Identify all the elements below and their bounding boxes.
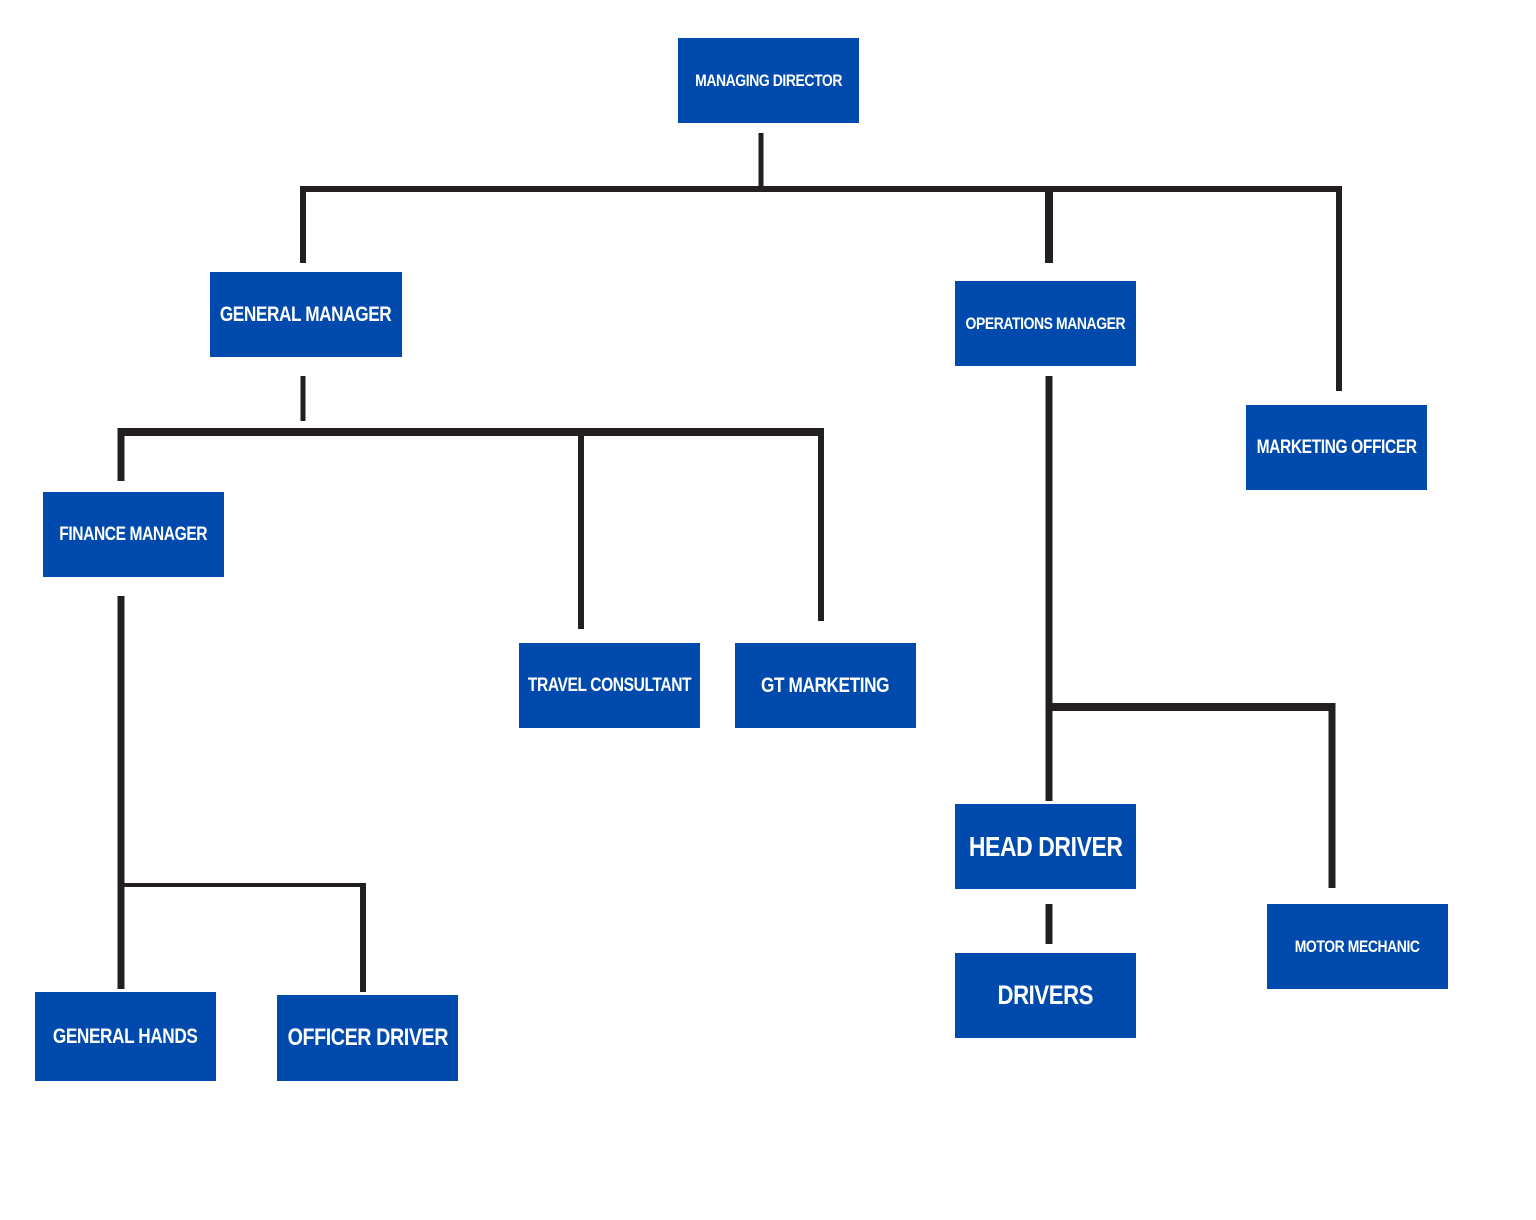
gt-marketing-label: GT MARKETING	[761, 673, 890, 697]
travel-consultant-label: TRAVEL CONSULTANT	[527, 674, 692, 696]
marketing-officer-label: MARKETING OFFICER	[1256, 436, 1417, 458]
general-manager-box: GENERAL MANAGER	[210, 272, 402, 357]
officer-driver-label: OFFICER DRIVER	[287, 1024, 448, 1051]
finance-manager-label: FINANCE MANAGER	[59, 523, 208, 545]
general-manager-label: GENERAL MANAGER	[220, 302, 392, 326]
general-hands-label: GENERAL HANDS	[53, 1024, 198, 1048]
operations-manager-box: OPERATIONS MANAGER	[955, 281, 1136, 366]
head-driver-label: HEAD DRIVER	[968, 830, 1123, 862]
finance-manager-box: FINANCE MANAGER	[43, 492, 224, 577]
gt-marketing-box: GT MARKETING	[735, 643, 916, 728]
travel-consultant-box: TRAVEL CONSULTANT	[519, 643, 700, 728]
head-driver-box: HEAD DRIVER	[955, 804, 1136, 889]
managing-director-label: MANAGING DIRECTOR	[695, 70, 842, 90]
managing-director-box: MANAGING DIRECTOR	[678, 38, 859, 123]
motor-mechanic-label: MOTOR MECHANIC	[1295, 936, 1420, 956]
officer-driver-box: OFFICER DRIVER	[277, 995, 458, 1081]
motor-mechanic-box: MOTOR MECHANIC	[1267, 904, 1448, 989]
drivers-label: DRIVERS	[997, 980, 1094, 1010]
drivers-box: DRIVERS	[955, 953, 1136, 1038]
general-hands-box: GENERAL HANDS	[35, 992, 216, 1081]
marketing-officer-box: MARKETING OFFICER	[1246, 405, 1427, 490]
operations-manager-label: OPERATIONS MANAGER	[965, 313, 1126, 333]
